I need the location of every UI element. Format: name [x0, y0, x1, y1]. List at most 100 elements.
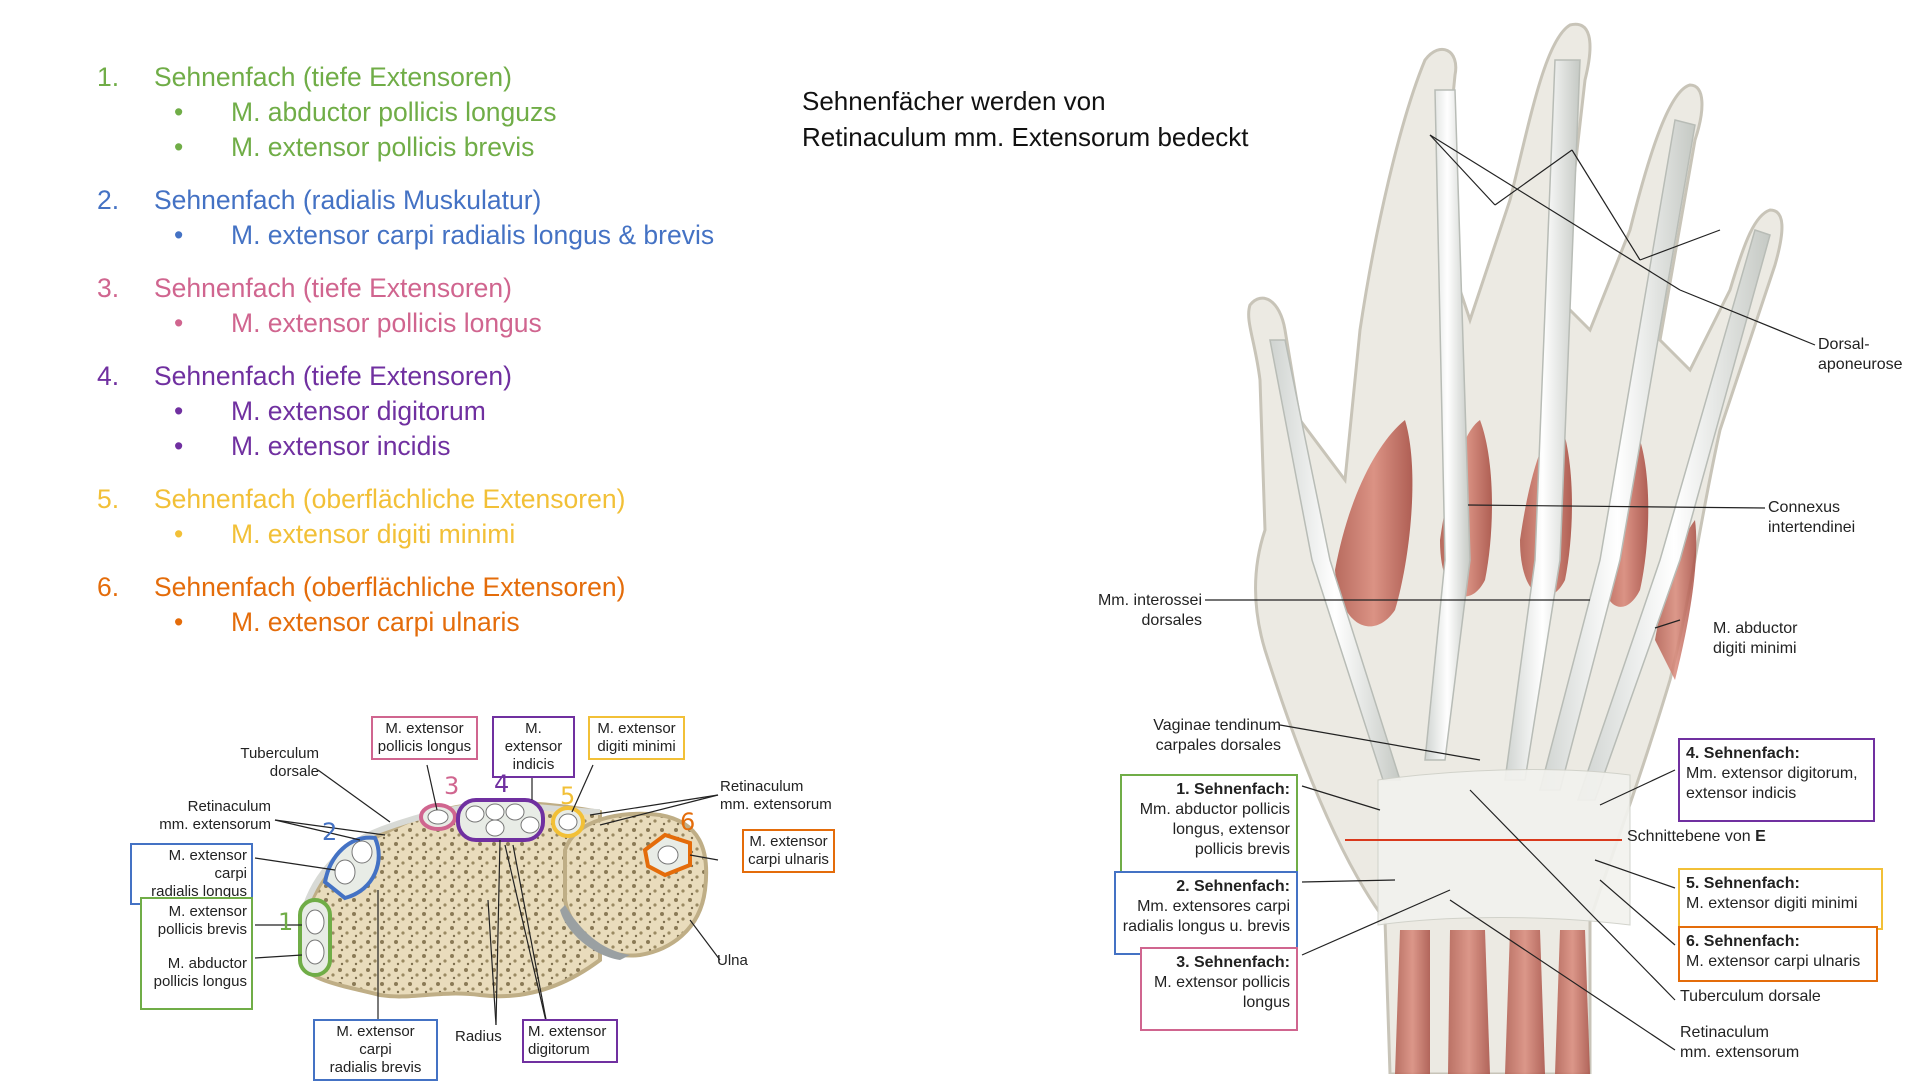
- box-line: carpi ulnaris: [748, 851, 829, 868]
- ecu-box: M. extensor carpi ulnaris: [742, 829, 835, 873]
- label-line: carpales dorsales: [1155, 737, 1281, 754]
- compartment-number: 4.: [97, 361, 120, 391]
- muscle-item: M. extensor carpi radialis longus & brev…: [231, 220, 715, 250]
- label-line: dorsale: [269, 763, 319, 780]
- compartment-title: Sehnenfach (tiefe Extensoren): [154, 361, 512, 391]
- sehnenfach-6-box: 6. Sehnenfach: M. extensor carpi ulnaris: [1678, 926, 1878, 982]
- box-line: M. extensor carpi: [168, 847, 247, 882]
- ulna-label: Ulna: [717, 952, 748, 969]
- box-line: M. extensor carpi ulnaris: [1686, 953, 1861, 970]
- label-line: aponeurose: [1818, 356, 1903, 373]
- radius-label: Radius: [455, 1028, 502, 1045]
- compartment-6: 6.Sehnenfach (oberflächliche Extensoren)…: [97, 570, 777, 640]
- ecrb-box: M. extensor carpi radialis brevis: [313, 1019, 438, 1081]
- retinaculum-note: Sehnenfächer werden von Retinaculum mm. …: [802, 83, 1249, 155]
- box-line: M. extensor carpi: [336, 1023, 415, 1058]
- label-line: Mm. interossei: [1097, 592, 1202, 609]
- compartment-number: 3.: [97, 273, 120, 303]
- cutting-plane-label: Schnittebene von E: [1627, 827, 1766, 847]
- handwritten-number-2: 2: [322, 818, 338, 846]
- label-text: Schnittebene von: [1627, 828, 1751, 845]
- label-line: Tuberculum: [240, 745, 319, 762]
- sehnenfach-3-box: 3. Sehnenfach: M. extensor pollicis long…: [1140, 947, 1298, 1031]
- bullet: •: [174, 607, 184, 637]
- box-line: pollicis longus: [153, 973, 247, 990]
- compartment-3: 3.Sehnenfach (tiefe Extensoren) •M. exte…: [97, 271, 777, 341]
- retinaculum-right-label: Retinaculum mm. extensorum: [720, 778, 832, 814]
- label-line: M. abductor: [1713, 620, 1798, 637]
- handwritten-number-1: 1: [278, 908, 294, 936]
- box-line: Mm. extensor digitorum,: [1686, 765, 1858, 782]
- sehnenfach-1-box: 1. Sehnenfach: Mm. abductor pollicis lon…: [1120, 774, 1298, 880]
- box-line: Mm. abductor pollicis: [1139, 801, 1290, 818]
- handwritten-number-3: 3: [444, 772, 460, 800]
- bullet: •: [174, 220, 184, 250]
- hand-drawing: [1205, 22, 1816, 1074]
- bullet: •: [174, 132, 184, 162]
- compartment-number: 1.: [97, 62, 120, 92]
- cross-section-drawing: [254, 764, 721, 1031]
- box-title: 5. Sehnenfach:: [1686, 875, 1800, 892]
- sehnenfach-5-box: 5. Sehnenfach: M. extensor digiti minimi: [1678, 868, 1883, 930]
- handwritten-number-5: 5: [560, 782, 576, 810]
- abductor-digiti-minimi-label: M. abductor digiti minimi: [1713, 619, 1797, 659]
- box-title: 3. Sehnenfach:: [1176, 954, 1290, 971]
- sehnenfach-4-box: 4. Sehnenfach: Mm. extensor digitorum, e…: [1678, 738, 1875, 822]
- muscle-item: M. extensor pollicis brevis: [231, 132, 535, 162]
- muscle-item: M. extensor carpi ulnaris: [231, 607, 520, 637]
- compartment-5: 5. Sehnenfach (oberflächliche Extensoren)…: [97, 482, 777, 552]
- label-line: intertendinei: [1768, 519, 1856, 536]
- label-line: Retinaculum: [1680, 1024, 1769, 1041]
- compartment-number: 6.: [97, 572, 120, 602]
- box-line: M. extensor: [528, 1023, 607, 1040]
- compartment-number: 2.: [97, 185, 120, 215]
- bullet: •: [174, 396, 184, 426]
- compartment-title: Sehnenfach (oberflächliche Extensoren): [154, 484, 626, 514]
- box-line: Mm. extensores carpi: [1137, 898, 1290, 915]
- compartment-1: 1.Sehnenfach (tiefe Extensoren) •M. abdu…: [97, 60, 777, 165]
- label-line: dorsales: [1141, 612, 1202, 629]
- box-line: pollicis longus: [377, 738, 472, 755]
- handwritten-number-6: 6: [680, 808, 696, 836]
- label-bold: E: [1755, 828, 1766, 845]
- epb-apl-box: M. extensor pollicis brevis M. abductor …: [140, 897, 253, 1010]
- sehnenfach-2-box: 2. Sehnenfach: Mm. extensores carpi radi…: [1114, 871, 1298, 955]
- label-line: mm. extensorum: [159, 816, 271, 833]
- compartment-number: 5.: [97, 484, 120, 514]
- tuberculum-dorsale-label: Tuberculum dorsale: [1680, 988, 1821, 1005]
- box-line: longus: [1242, 994, 1290, 1011]
- compartment-4: 4. Sehnenfach (tiefe Extensoren) • M. exte…: [97, 359, 777, 464]
- ulna-capsule: [560, 905, 630, 960]
- ei-box: M. extensor indicis: [492, 716, 575, 778]
- bullet: •: [174, 519, 184, 549]
- edm-box: M. extensor digiti minimi: [588, 716, 685, 760]
- note-line-1: Sehnenfächer werden von: [802, 86, 1106, 116]
- label-line: Connexus: [1768, 499, 1841, 516]
- connexus-label: Connexus intertendinei: [1768, 498, 1855, 538]
- box-line: M. extensor digiti minimi: [1686, 895, 1858, 912]
- box-line: pollicis brevis: [1194, 841, 1290, 858]
- muscle-item: M. extensor digitorum: [231, 396, 486, 426]
- box-line: digitorum: [528, 1041, 590, 1058]
- compartment-title: Sehnenfach (radialis Muskulatur): [154, 185, 542, 215]
- handwritten-number-4: 4: [494, 770, 510, 798]
- compartment-2: 2. Sehnenfach (radialis Muskulatur) • M. e…: [97, 183, 777, 253]
- box-line: M. abductor: [167, 955, 247, 972]
- muscle-item: M. abductor pollicis longuzs: [231, 97, 557, 127]
- label-line: mm. extensorum: [1680, 1044, 1800, 1061]
- box-title: 6. Sehnenfach:: [1686, 933, 1800, 950]
- box-line: M. extensor: [168, 903, 247, 920]
- compartment-title: Sehnenfach (tiefe Extensoren): [154, 273, 512, 303]
- interossei-label: Mm. interossei dorsales: [1090, 591, 1202, 631]
- compartment-list: 1. Sehnenfach (tiefe Extensoren) • M. abdu…: [97, 60, 777, 658]
- box-title: 1. Sehnenfach:: [1176, 781, 1290, 798]
- bullet: •: [174, 431, 184, 461]
- box-line: radialis longus: [151, 883, 247, 900]
- bullet: •: [174, 308, 184, 338]
- label-line: Retinaculum: [187, 798, 271, 815]
- box-line: M. extensor pollicis: [1153, 974, 1290, 991]
- ecrl-box: M. extensor carpi radialis longus: [130, 843, 253, 905]
- box-line: longus, extensor: [1172, 821, 1290, 838]
- tuberculum-label: Tuberculum dorsale: [233, 745, 319, 781]
- box-line: extensor indicis: [1686, 785, 1797, 802]
